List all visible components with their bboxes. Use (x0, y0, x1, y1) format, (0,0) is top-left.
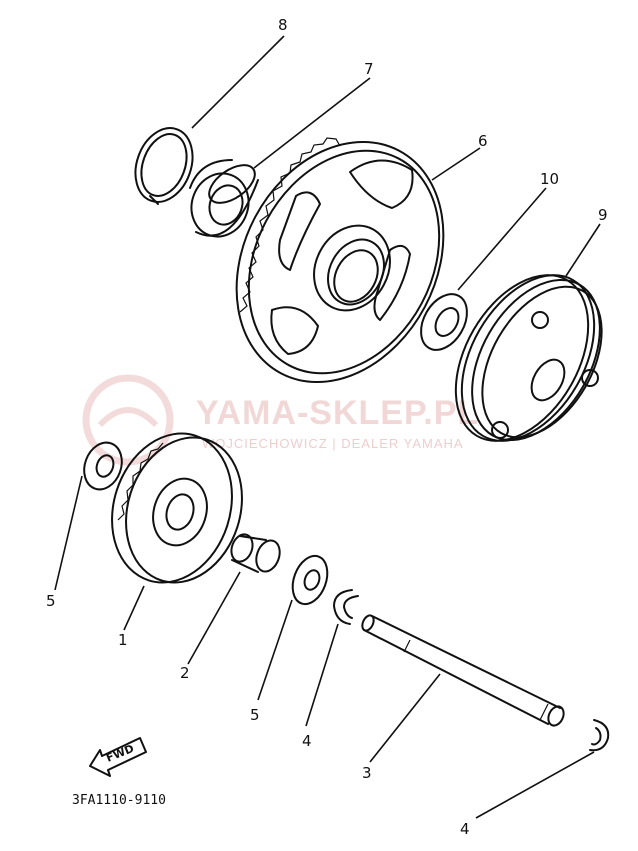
watermark: YAMA-SKLEP.PL WOJCIECHOWICZ | DEALER YAM… (82, 374, 479, 466)
part-10-washer (420, 293, 468, 351)
fwd-label: FWD (104, 742, 136, 765)
callout-6: 6 (478, 132, 488, 150)
callout-3: 3 (362, 764, 372, 782)
callout-1: 1 (118, 631, 128, 649)
part-6-starter-wheel-gear (235, 137, 445, 384)
callout-7: 7 (364, 60, 374, 78)
part-5-washer-lower (291, 554, 329, 606)
callout-5-lower: 5 (250, 706, 260, 724)
callout-9: 9 (598, 206, 608, 224)
callout-10: 10 (540, 170, 559, 188)
callout-5-upper: 5 (46, 592, 56, 610)
leader-lines (54, 35, 601, 819)
part-4-circlip-a (333, 589, 359, 625)
part-1-idler-gear (111, 432, 243, 584)
watermark-brand: YAMA-SKLEP.PL (196, 394, 479, 432)
callout-4-a: 4 (302, 732, 312, 750)
part-4-circlip-b (589, 719, 610, 752)
part-3-shaft (361, 614, 565, 727)
callout-4-b: 4 (460, 820, 470, 838)
part-2-bushing (230, 533, 281, 573)
part-9-starter-clutch (454, 274, 603, 442)
watermark-sub: WOJCIECHOWICZ | DEALER YAMAHA (202, 436, 464, 451)
callout-8: 8 (278, 16, 288, 34)
fwd-arrow: FWD (89, 737, 147, 777)
part-7-bearing (189, 159, 259, 238)
callout-numbers: 8 7 6 10 9 5 1 2 5 4 3 4 (46, 16, 608, 838)
diagram-code: 3FA1110-9110 (72, 793, 166, 808)
callout-2: 2 (180, 664, 190, 682)
part-5-washer-upper (83, 441, 123, 491)
part-8-circlip (134, 127, 194, 205)
watermark-logo-icon (82, 374, 174, 466)
